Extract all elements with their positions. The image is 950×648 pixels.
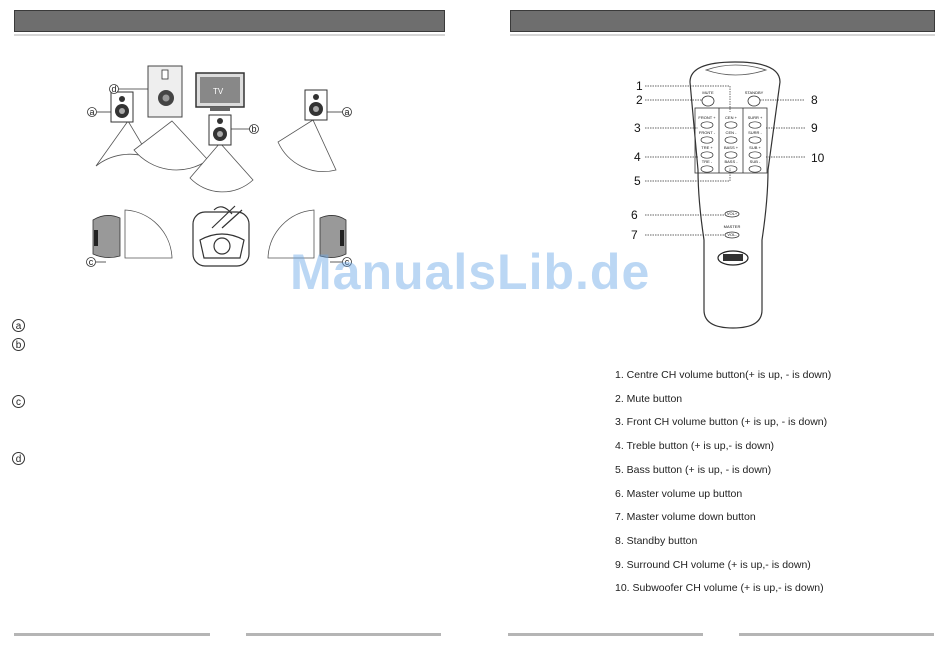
remote-button-surr-plus[interactable] [748,121,762,129]
description-9: 9. Surround CH volume (+ is up,- is down… [615,559,811,571]
mute-button [701,95,715,107]
center-speaker-icon [208,114,232,146]
master-vol-down-button [724,231,740,239]
remote-button-tre-plus[interactable] [700,151,714,159]
remote-button-label: SUB - [749,159,761,164]
remote-button-front-plus[interactable] [700,121,714,129]
description-2: 2. Mute button [615,393,683,405]
remote-button-label: BASS + [723,145,739,150]
callout-number-9: 9 [811,121,818,135]
remote-button-sub-plus[interactable] [748,151,762,159]
remote-body [689,61,781,329]
rear-left-speaker-icon [92,215,121,258]
mute-label: MUTE [702,90,714,95]
legend-marker-a: a [12,319,25,332]
description-6: 6. Master volume up button [615,488,743,500]
dispersion-fan-front-right [277,119,337,172]
callout-number-4: 4 [634,150,641,164]
remote-button-grid-frame [694,107,768,174]
callout-number-6: 6 [631,208,638,222]
remote-button-tre-minus[interactable] [700,165,714,173]
callout-number-5: 5 [634,174,641,188]
callout-number-3: 3 [634,121,641,135]
remote-button-label: FRONT - [698,130,716,135]
standby-button [747,95,761,107]
callout-number-8: 8 [811,93,818,107]
remote-button-label: TRE + [701,145,713,150]
tv-icon [195,72,245,111]
callout-a-left: a [89,107,94,117]
remote-button-bass-minus[interactable] [724,165,738,173]
remote-button-label: SUB + [749,145,761,150]
dispersion-fan-rear-right [267,209,315,259]
description-7: 7. Master volume down button [615,511,756,523]
remote-button-label: BASS - [724,159,738,164]
legend-marker-d: d [12,452,25,465]
vol-down-label: VOL- [727,232,737,237]
callout-number-2: 2 [636,93,643,107]
description-5: 5. Bass button (+ is up, - is down) [615,464,772,476]
legend-marker-c: c [12,395,25,408]
remote-button-cen-plus[interactable] [724,121,738,129]
remote-button-label: FRONT + [698,115,716,120]
remote-button-sub-minus[interactable] [748,165,762,173]
description-1: 1. Centre CH volume button(+ is up, - is… [615,369,832,381]
callout-c-left: c [89,257,94,267]
watermark: ManualsLib.de [290,244,651,300]
callout-a-right: a [344,107,349,117]
master-vol-up-button [724,210,740,218]
master-label: MASTER [723,224,741,229]
listener-chair-icon [192,205,250,267]
rear-right-speaker-icon [319,215,347,258]
tv-label: TV [213,87,224,96]
front-left-speaker-icon [110,91,134,123]
footer-line-1 [14,633,210,636]
vol-up-label: VOL+ [726,211,738,216]
callout-number-7: 7 [631,228,638,242]
standby-label: STANDBY [744,90,764,95]
description-8: 8. Standby button [615,535,698,547]
footer-line-4 [739,633,934,636]
right-header-shadow [510,34,935,36]
remote-button-label: SURR - [748,130,762,135]
callout-b-center: b [251,124,256,134]
callout-d-diagram: d [111,84,116,94]
left-header-shadow [14,34,445,36]
dispersion-fan-rear-left [124,209,173,259]
remote-button-cen-minus[interactable] [724,136,738,144]
remote-button-label: TRE - [701,159,713,164]
remote-button-front-minus[interactable] [700,136,714,144]
callout-number-10: 10 [811,151,825,165]
left-header-bar [14,10,445,32]
remote-button-bass-plus[interactable] [724,151,738,159]
description-3: 3. Front CH volume button (+ is up, - is… [615,416,828,428]
subwoofer-icon [147,65,183,118]
callout-c-right: c [345,257,350,267]
footer-line-2 [246,633,441,636]
description-4: 4. Treble button (+ is up,- is down) [615,440,775,452]
description-10: 10. Subwoofer CH volume (+ is up,- is do… [615,582,824,594]
footer-line-3 [508,633,703,636]
right-header-bar [510,10,935,32]
remote-button-surr-minus[interactable] [748,136,762,144]
remote-button-label: CEN + [725,115,737,120]
remote-button-label: CEN - [725,130,737,135]
dispersion-fan-center [189,142,254,193]
callout-number-1: 1 [636,79,643,93]
remote-button-label: SURR + [747,115,763,120]
legend-marker-b: b [12,338,25,351]
front-right-speaker-icon [304,89,328,121]
